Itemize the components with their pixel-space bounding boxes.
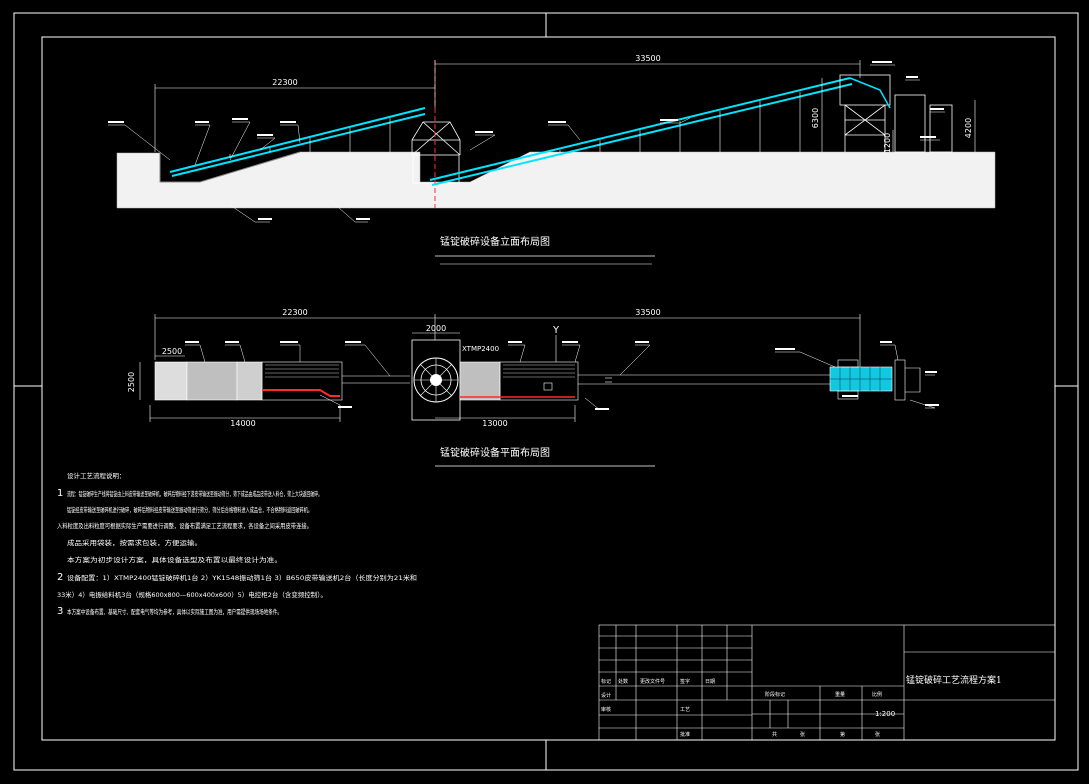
tb-cell-11: 张 [875,731,880,738]
plan-crusher-label: XTMP2400 [462,345,499,353]
conveyor-right-elevation [429,77,853,186]
tb-cell-13: 审核 [601,706,611,713]
dim-plan-right: 33500 [635,308,660,317]
dim-elev-right: 33500 [635,54,660,63]
dim-plan-left: 22300 [282,308,307,317]
note-1d-text: 成品采用袋装，按需求包装，方便运输。 [67,538,202,547]
conveyor-left-supports [229,118,391,158]
dim-plan-left-belt: 14000 [230,419,255,428]
note-3-num: 3 [57,606,63,617]
inner-border [41,36,1056,741]
tb-cell-8: 共 [772,731,777,738]
tb-cell-9: 张 [800,731,805,738]
center-marks [14,13,1078,770]
tb-cell-6: 重量 [835,691,845,698]
plan-right-conveyor [578,374,830,385]
note-1-text: 流程：锰锭破碎生产线将锰锭由上料皮带输送至破碎机，破碎后物料经下游皮带输送至振动… [67,489,322,498]
tb-cell-4: 日期 [705,679,715,685]
plan-callout-marks [185,341,939,410]
note-2-text: 设备配置：1）XTMP2400锰锭破碎机1台 2）YK1548振动筛1台 3）B… [67,573,417,582]
title-block-cells: 标记 处数 更改文件号 签字 日期 阶段标记 重量 比例 共 张 第 张 设计 … [601,678,882,738]
elevation-dimensions [154,60,976,152]
dim-elev-left: 22300 [272,78,297,87]
elevation-title: 锰锭破碎设备立面布局图 [440,235,550,248]
dim-elev-height-small: 1200 [883,133,892,153]
plan-feed-area [186,361,238,401]
conveyor-left-elevation [169,107,426,177]
tb-cell-2: 更改文件号 [640,678,665,685]
plan-left-feeder [236,361,263,401]
notes-block: 设计工艺流程说明： 1 流程：锰锭破碎生产线将锰锭由上料皮带输送至破碎机，破碎后… [57,471,417,617]
plan-left-belt-frame [261,361,343,401]
tb-cell-0: 标记 [601,678,611,685]
tb-cell-5: 阶段标记 [765,691,785,698]
plan-left-red-line [262,389,340,397]
plan-axis-marker: Y [552,325,560,336]
conveyor-right-supports [559,92,801,152]
tb-scale: 1:200 [875,710,895,718]
note-2b-text: 33米）4）电振给料机3台（规格600x800—600x400x600）5）电控… [57,590,327,599]
plan-left-belt-hatch [265,364,339,378]
plan-right-belt-hatch [503,364,575,378]
crusher-structure-elevation [411,121,461,184]
tb-cell-3: 签字 [680,678,690,685]
dim-elev-height-main: 6300 [811,108,820,128]
plan-left-conveyor [342,375,410,384]
screen-structure-elevation [839,74,953,153]
note-1e-text: 本方案为初步设计方案，具体设备选型及布置以最终设计为准。 [67,555,282,564]
dim-plan-hopper-len: 2500 [162,347,182,356]
screen-feed-elevation [849,77,891,109]
dim-plan-crusher-width: 2000 [426,324,446,333]
plan-right-belt-frame [499,361,579,401]
title-block [598,624,1056,741]
note-3-text: 本方案中设备布置、基础尺寸、配套电气等均为参考，具体以实际施工图为准，用户需提供… [67,607,282,616]
tb-cell-15: 批准 [680,731,690,738]
tb-cell-14: 工艺 [680,707,690,713]
elevation-leaders [108,64,945,223]
tb-cell-7: 比例 [872,691,882,698]
dim-plan-hopper-width: 2500 [127,372,136,392]
dim-elev-height-right: 4200 [964,118,973,138]
tb-cell-1: 处数 [618,678,628,685]
notes-heading: 设计工艺流程说明： [67,471,126,480]
note-1b-text: 锰锭经皮带输送至破碎机进行破碎，破碎后物料经皮带输送至振动筛进行筛分，筛分后合格… [67,505,312,514]
ground-slab [116,151,996,209]
elevation-view: 22300 33500 6300 4200 1200 [108,54,996,265]
note-2-num: 2 [57,572,63,583]
plan-leaders [185,344,936,411]
plan-motor-box [543,382,553,391]
plan-screen-grid [830,367,892,391]
elevation-callout-marks [108,61,944,220]
tb-drawing-title: 锰锭破碎工艺流程方案1 [906,674,1002,686]
plan-view: 22300 33500 2500 2500 14000 13000 2000 5… [127,308,939,467]
note-1-num: 1 [57,488,63,499]
tb-cell-12: 设计 [601,692,611,699]
tb-cell-10: 第 [840,731,845,738]
plan-right-feeder [459,361,501,401]
note-1c-text: 入料粒度及出料粒度可根据实际生产需要进行调整，设备布置满足工艺流程要求，各设备之… [57,521,312,530]
dim-plan-right-belt: 13000 [482,419,507,428]
plan-title: 锰锭破碎设备平面布局图 [440,446,550,459]
plan-crusher [411,339,461,421]
pit-left [159,151,301,183]
plan-hopper [154,361,188,401]
